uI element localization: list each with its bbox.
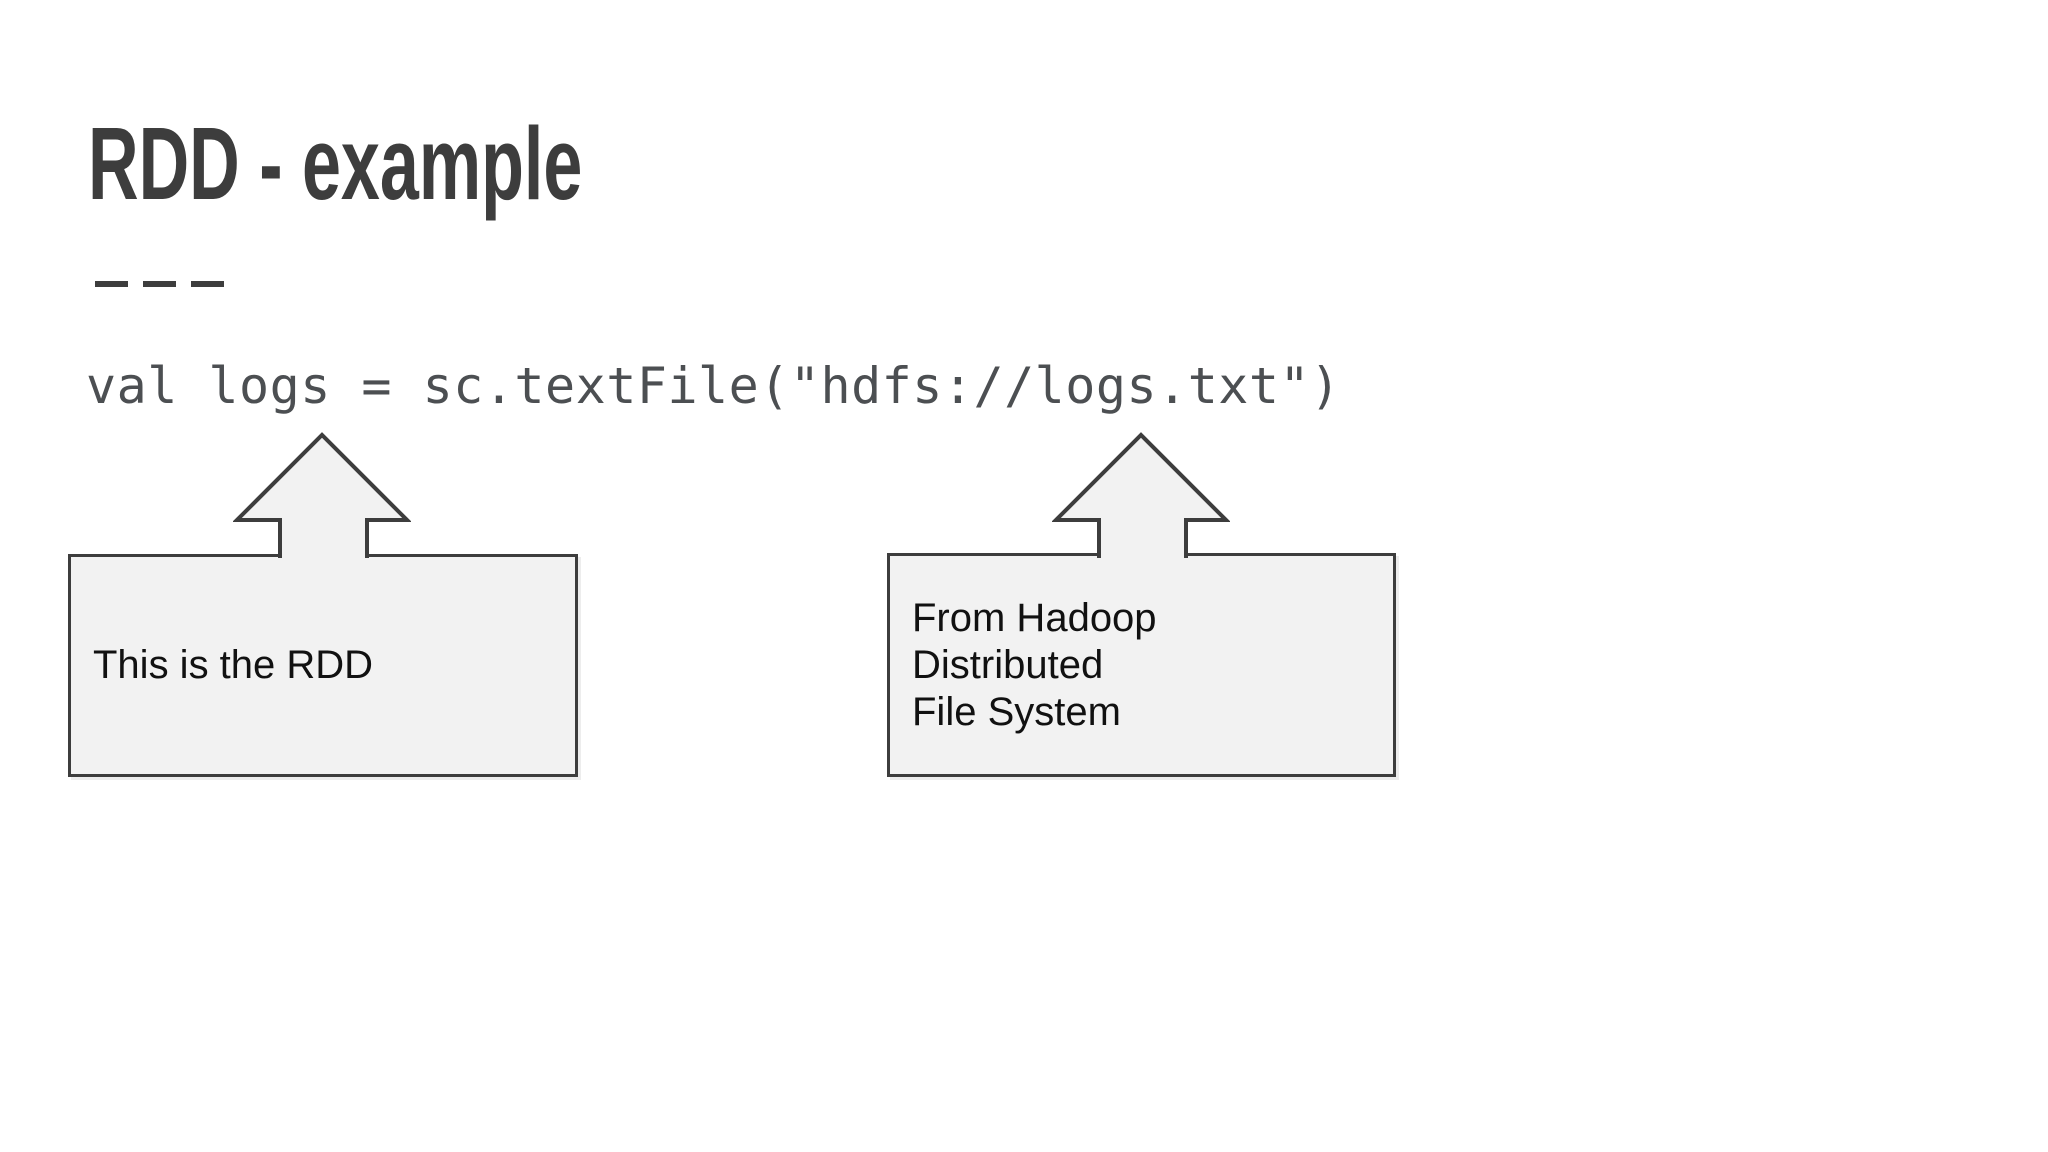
callout-box-rdd: This is the RDD [68,554,578,777]
up-arrow-icon [1052,432,1230,558]
divider-dash [191,281,224,287]
code-line: val logs = sc.textFile("hdfs://logs.txt"… [86,357,1341,415]
callout-label: This is the RDD [93,643,374,687]
divider-dash [143,281,176,287]
divider-dash [95,281,128,287]
page-title: RDD - example [88,106,583,221]
callout-box-hdfs: From Hadoop Distributed File System [887,553,1396,777]
title-divider [95,281,224,287]
up-arrow-icon [233,432,411,558]
callout-label: From Hadoop Distributed File System [912,595,1157,734]
